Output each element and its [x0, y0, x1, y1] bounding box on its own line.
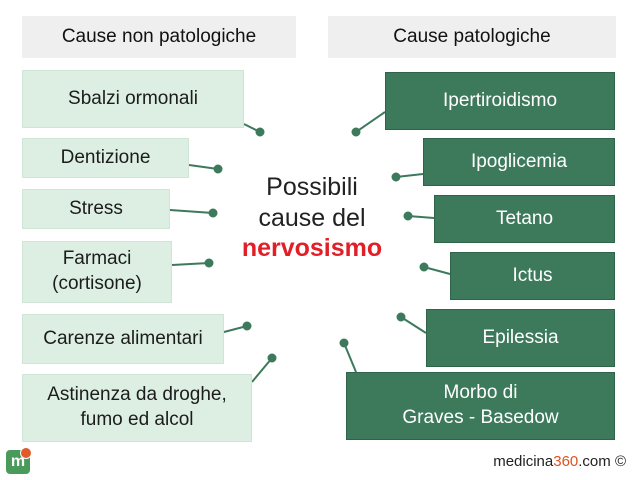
connector-dot-right-2: [391, 172, 401, 182]
cause-box-left-5: Carenze alimentari: [22, 314, 224, 364]
connector-dot-right-1: [351, 127, 361, 137]
cause-label: Ipertiroidismo: [442, 89, 558, 111]
cause-box-left-2: Dentizione: [22, 138, 189, 178]
connector-dot-left-2: [213, 164, 223, 174]
connector-dot-left-5: [242, 321, 252, 331]
connector-dot-right-5: [396, 312, 406, 322]
cause-label: Farmaci (cortisone): [52, 248, 142, 294]
connector-dot-left-4: [204, 258, 214, 268]
logo-dot-icon: [20, 447, 32, 459]
cause-label: Epilessia: [482, 326, 559, 348]
connector-right-2: [395, 173, 424, 178]
credit-prefix: medicina: [493, 453, 554, 470]
cause-box-right-5: Epilessia: [426, 309, 615, 367]
cause-box-left-4: Farmaci (cortisone): [22, 241, 172, 303]
connector-right-1: [355, 111, 386, 133]
connector-right-5: [400, 316, 427, 334]
cause-label: Ictus: [512, 264, 553, 286]
cause-label: Stress: [69, 197, 123, 219]
site-credit[interactable]: medicina360.com ©: [493, 453, 626, 470]
connector-dot-left-3: [208, 208, 218, 218]
connector-left-3: [169, 209, 214, 214]
cause-box-right-6: Morbo di Graves - Basedow: [346, 372, 615, 440]
cause-box-left-3: Stress: [22, 189, 170, 229]
cause-box-right-2: Ipoglicemia: [423, 138, 615, 186]
credit-accent: 360: [553, 453, 579, 470]
credit-suffix: .com ©: [578, 453, 626, 470]
connector-right-6: [343, 342, 357, 373]
cause-box-left-1: Sbalzi ormonali: [22, 70, 244, 128]
cause-label: Astinenza da droghe, fumo ed alcol: [47, 384, 227, 430]
connector-left-2: [188, 164, 219, 170]
center-title-line2: cause del: [258, 203, 366, 232]
connector-dot-right-6: [339, 338, 349, 348]
cause-label: Ipoglicemia: [470, 150, 568, 172]
cause-label: Carenze alimentari: [43, 327, 203, 349]
cause-label: Dentizione: [60, 146, 151, 168]
cause-label: Sbalzi ormonali: [68, 87, 198, 109]
header-pathological: Cause patologiche: [328, 16, 616, 58]
center-title-highlight: nervosismo: [241, 234, 383, 262]
cause-box-right-4: Ictus: [450, 252, 615, 300]
connector-dot-left-1: [255, 127, 265, 137]
cause-box-right-1: Ipertiroidismo: [385, 72, 615, 130]
cause-label: Morbo di Graves - Basedow: [402, 382, 559, 428]
connector-dot-right-3: [403, 211, 413, 221]
connector-left-4: [171, 262, 210, 266]
center-title-line1: Possibili: [266, 173, 358, 201]
header-non-pathological: Cause non patologiche: [22, 16, 296, 58]
cause-box-right-3: Tetano: [434, 195, 615, 243]
cause-label: Tetano: [495, 207, 554, 229]
connector-left-6: [251, 357, 273, 383]
center-title: Possibili cause del nervosismo: [214, 172, 410, 264]
cause-box-left-6: Astinenza da droghe, fumo ed alcol: [22, 374, 252, 442]
connector-dot-left-6: [267, 353, 277, 363]
connector-dot-right-4: [419, 262, 429, 272]
